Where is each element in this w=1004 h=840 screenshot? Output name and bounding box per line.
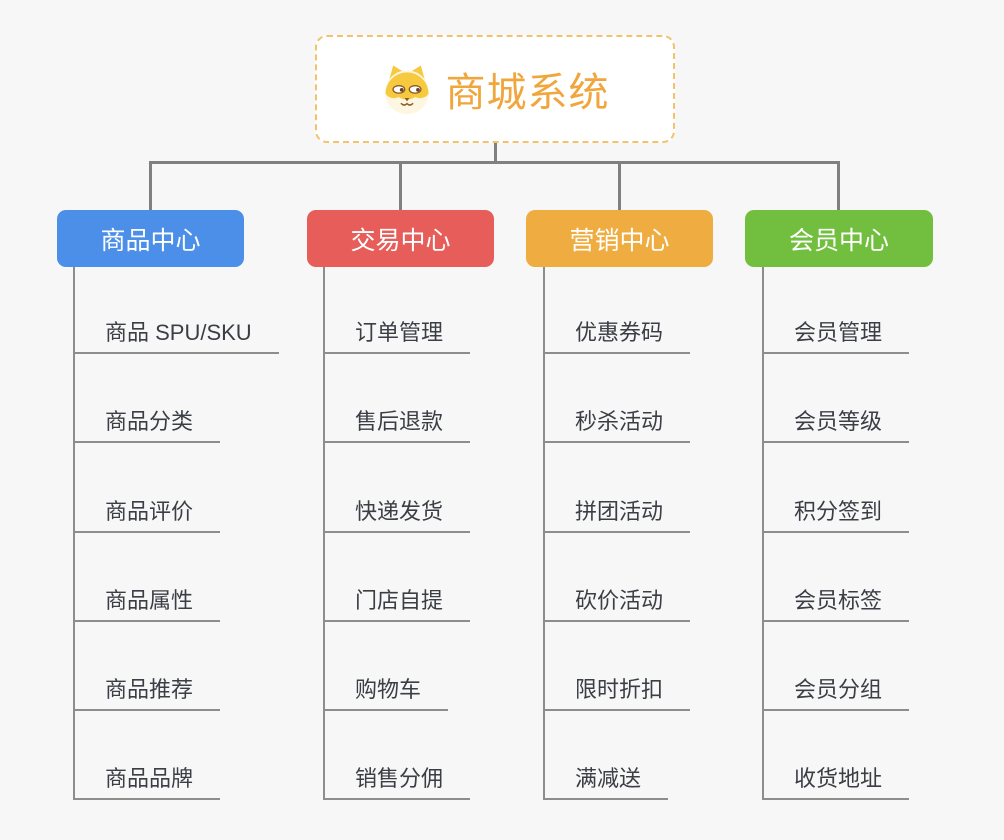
column-line-trade <box>323 267 325 800</box>
leaf-node[interactable]: 商品品牌 <box>73 758 221 800</box>
leaf-node[interactable]: 商品评价 <box>73 491 221 533</box>
branch-label: 会员中心 <box>788 226 889 255</box>
leaf-node[interactable]: 拼团活动 <box>543 491 691 533</box>
connector-stub-marketing <box>618 162 621 210</box>
leaf-node[interactable]: 会员管理 <box>762 312 910 354</box>
leaf-node[interactable]: 销售分佣 <box>323 758 471 800</box>
branch-label: 交易中心 <box>350 226 451 255</box>
leaf-node[interactable]: 优惠券码 <box>543 312 691 354</box>
leaf-node[interactable]: 限时折扣 <box>543 669 691 711</box>
leaf-node[interactable]: 购物车 <box>323 669 449 711</box>
leaf-node[interactable]: 会员分组 <box>762 669 910 711</box>
column-line-member <box>762 267 764 800</box>
leaf-node[interactable]: 订单管理 <box>323 312 471 354</box>
connector-stub-trade <box>399 162 402 210</box>
branch-trade-center[interactable]: 交易中心 <box>307 210 494 267</box>
branch-product-center[interactable]: 商品中心 <box>57 210 244 267</box>
column-line-product <box>73 267 75 800</box>
branch-marketing-center[interactable]: 营销中心 <box>526 210 713 267</box>
column-line-marketing <box>543 267 545 800</box>
root-node-mall-system[interactable]: 商城系统 <box>315 35 675 143</box>
branch-label: 商品中心 <box>100 226 201 255</box>
leaf-node[interactable]: 商品属性 <box>73 580 221 622</box>
leaf-node[interactable]: 快递发货 <box>323 491 471 533</box>
branch-label: 营销中心 <box>569 226 670 255</box>
connector-stub-member <box>837 162 840 210</box>
branch-member-center[interactable]: 会员中心 <box>745 210 933 267</box>
leaf-node[interactable]: 积分签到 <box>762 491 910 533</box>
leaf-node[interactable]: 售后退款 <box>323 401 471 443</box>
leaf-node[interactable]: 满减送 <box>543 758 669 800</box>
shiba-dog-icon <box>384 65 429 115</box>
connector-stub-product <box>149 162 152 210</box>
leaf-node[interactable]: 秒杀活动 <box>543 401 691 443</box>
root-title: 商城系统 <box>445 71 610 115</box>
leaf-node[interactable]: 门店自提 <box>323 580 471 622</box>
leaf-node[interactable]: 商品分类 <box>73 401 221 443</box>
leaf-node[interactable]: 商品推荐 <box>73 669 221 711</box>
leaf-node[interactable]: 商品 SPU/SKU <box>73 312 279 354</box>
leaf-node[interactable]: 砍价活动 <box>543 580 691 622</box>
leaf-node[interactable]: 收货地址 <box>762 758 910 800</box>
leaf-node[interactable]: 会员等级 <box>762 401 910 443</box>
leaf-node[interactable]: 会员标签 <box>762 580 910 622</box>
connector-root-drop <box>494 143 497 163</box>
connector-bus <box>149 161 840 164</box>
